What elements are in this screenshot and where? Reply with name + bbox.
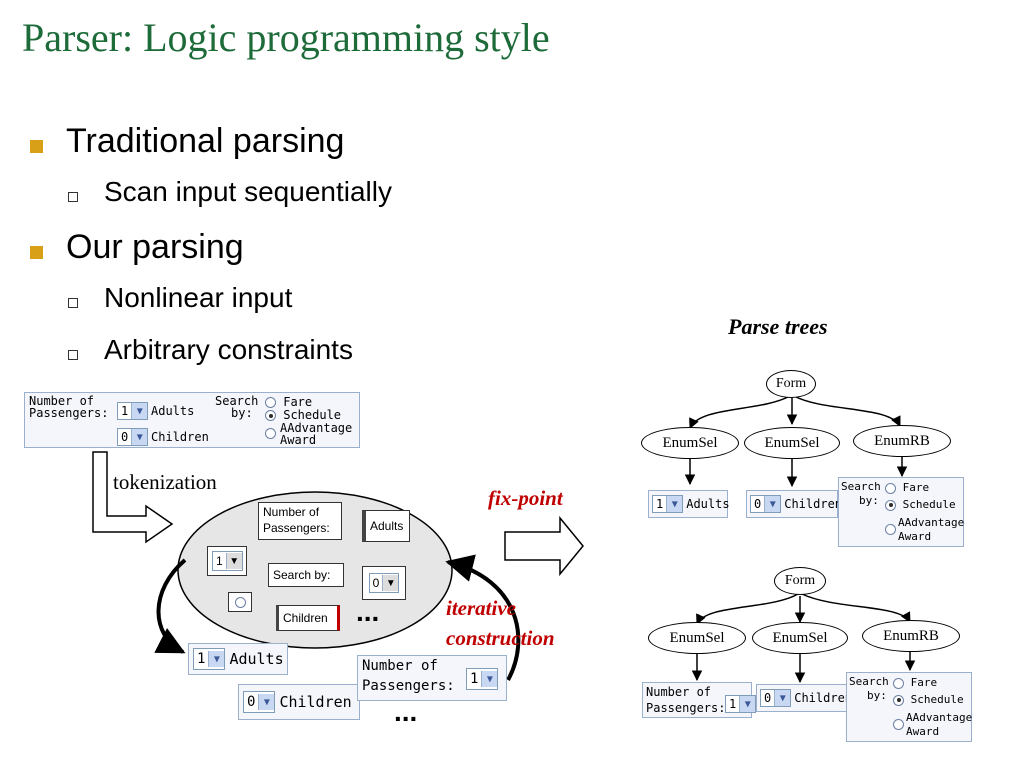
tree2-leaf-search: Search by: Fare Schedule AAdvantage Awar… (846, 672, 972, 742)
tree1-enumsel-2: EnumSel (744, 427, 840, 459)
sub-bullet-marker (68, 350, 78, 360)
result-adults: 1▼Adults (188, 643, 288, 675)
tree2-leaf-children: 0▼Children (756, 684, 852, 712)
construction-label: construction (446, 626, 555, 650)
search-label: by: (231, 406, 253, 420)
option-award-label: Award (280, 433, 317, 447)
iteration-arrow-left (154, 558, 187, 654)
chevron-down-icon: ▼ (774, 690, 791, 706)
tokenization-label: tokenization (113, 470, 217, 494)
bullet-traditional-parsing: Traditional parsing (66, 122, 345, 160)
adults-select[interactable]: 1▼ (117, 402, 149, 420)
tree2-leaf-passengers: Number of Passengers: 1▼ (642, 682, 757, 718)
tree2-enumsel-2: EnumSel (752, 622, 848, 654)
result-passengers: Number of Passengers: 1▼ (357, 655, 507, 701)
radio-schedule[interactable]: Schedule (265, 408, 341, 422)
sub-bullet-marker (68, 298, 78, 308)
bullet-our-parsing: Our parsing (66, 228, 244, 266)
children-select[interactable]: 0▼ (117, 428, 149, 446)
tree1-leaf-search: Search by: Fare Schedule AAdvantage Awar… (838, 477, 964, 547)
tree2-enumsel-1: EnumSel (648, 622, 746, 654)
search-label: Search (215, 394, 259, 408)
sub-bullet-marker (68, 192, 78, 202)
chevron-down-icon: ▼ (225, 553, 242, 569)
iterative-label: iterative (446, 596, 516, 620)
slide-title: Parser: Logic programming style (22, 15, 550, 60)
chevron-down-icon: ▼ (131, 403, 148, 419)
chevron-down-icon: ▼ (131, 429, 148, 445)
sub-bullet-arbitrary-constraints: Arbitrary constraints (104, 334, 353, 365)
result-children: 0▼Children (238, 684, 360, 720)
tree1-leaf-adults: 1▼Adults (648, 490, 730, 518)
children-label: Children (151, 430, 209, 444)
chevron-down-icon: ▼ (764, 496, 781, 512)
parse-trees-title: Parse trees (728, 314, 828, 339)
token-select-0: 0▼ (362, 566, 406, 600)
tree1-enumsel-1: EnumSel (641, 427, 739, 459)
radio-fare[interactable]: Fare (265, 395, 312, 409)
chevron-down-icon: ▼ (382, 575, 399, 591)
token-children: Children (276, 605, 340, 631)
ellipsis-inner: ... (356, 596, 380, 627)
token-search-by: Search by: (268, 563, 344, 587)
chevron-down-icon: ▼ (481, 671, 498, 687)
tree2-enumrb: EnumRB (862, 620, 960, 652)
chevron-down-icon: ▼ (739, 696, 756, 712)
chevron-down-icon: ▼ (666, 496, 683, 512)
chevron-down-icon: ▼ (208, 651, 225, 667)
chevron-down-icon: ▼ (258, 694, 275, 710)
tree2-root-form: Form (774, 567, 826, 595)
adults-label: Adults (151, 404, 195, 418)
ellipsis-bottom: ... (394, 696, 418, 727)
sub-bullet-scan-input: Scan input sequentially (104, 176, 392, 207)
fixpoint-label: fix-point (488, 486, 563, 510)
passengers-label: Number of (29, 394, 95, 408)
token-select-1: 1▼ (207, 546, 247, 576)
bullet-marker (30, 140, 43, 153)
iteration-arrow-right (445, 554, 521, 681)
passengers-label: Passengers: (29, 406, 109, 420)
tree1-leaf-children: 0▼Children (746, 490, 842, 518)
token-radio (228, 592, 252, 612)
option-aadvantage-label: AAdvantage (280, 421, 353, 435)
fixpoint-arrow (504, 515, 584, 577)
tree1-root-form: Form (766, 370, 816, 398)
source-form: Number of Passengers: 1▼ Adults 0▼ Child… (24, 392, 360, 448)
token-adults: Adults (362, 510, 410, 542)
tokenization-arrow (92, 451, 174, 544)
tree1-enumrb: EnumRB (853, 425, 951, 457)
radio-aadvantage[interactable] (265, 426, 276, 440)
bullet-marker (30, 246, 43, 259)
sub-bullet-nonlinear-input: Nonlinear input (104, 282, 293, 313)
